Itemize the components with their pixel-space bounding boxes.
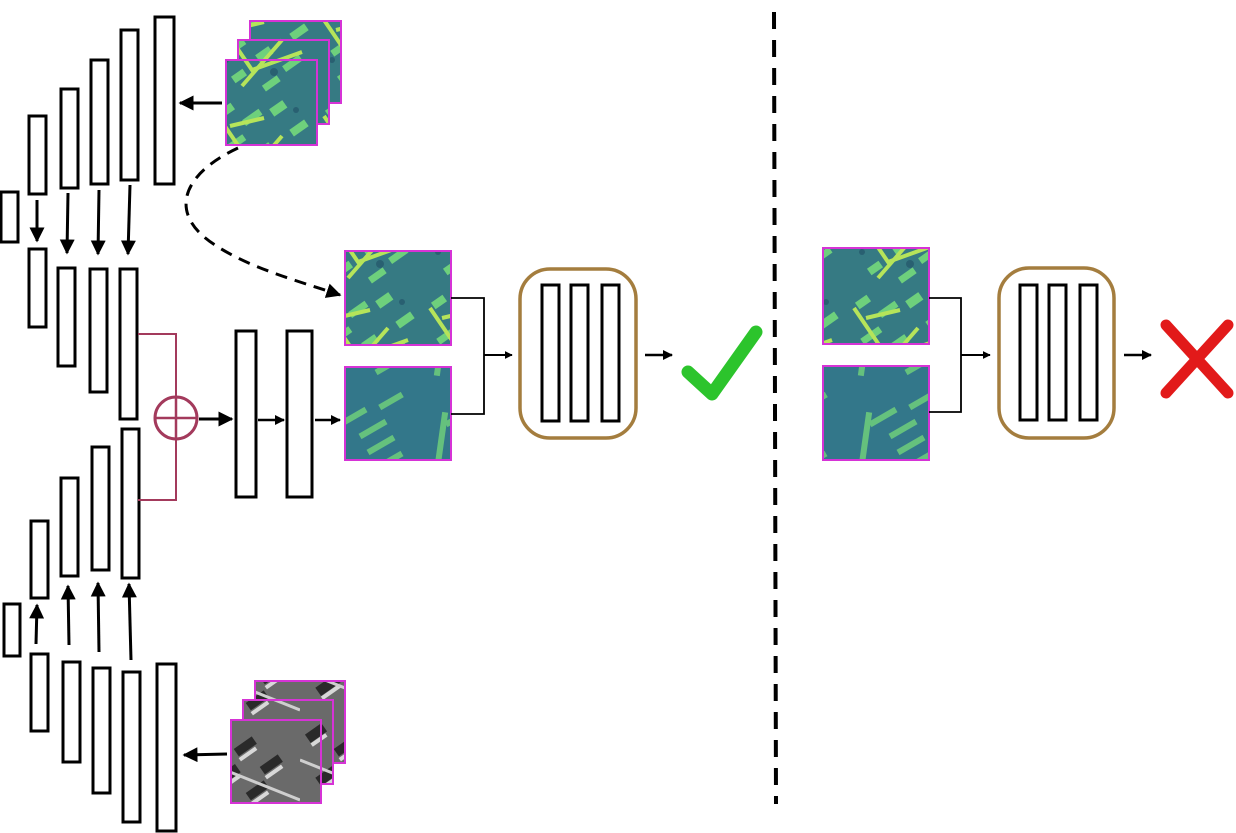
pan-decoder-layer-1 <box>29 519 50 600</box>
pan-input-arrow <box>182 747 228 763</box>
refinement-layers <box>234 329 314 499</box>
skip-arrow <box>60 584 76 646</box>
generated-dsm-image-right <box>822 365 930 461</box>
dsm-input-stack <box>225 20 342 146</box>
dsm-decoder-layer-4 <box>118 267 139 421</box>
discriminator-layer-1 <box>540 283 561 423</box>
skip-arrow <box>59 192 75 255</box>
dsm-encoder-layer-5 <box>119 28 140 182</box>
real-dsm-image <box>344 250 452 346</box>
pan-skip-arrows <box>29 581 137 661</box>
generated-dsm-image <box>344 366 452 461</box>
skip-arrow <box>90 189 106 256</box>
pan-decoder <box>29 427 141 600</box>
dsm-skip-arrows <box>29 184 136 256</box>
ground-truth-dashed-arrow <box>184 146 342 298</box>
discriminator-layer-1-right <box>1018 283 1039 422</box>
cross-stroke-2 <box>1160 319 1234 399</box>
pan-decoder-layer-2 <box>59 476 80 578</box>
pan-decoder-layer-3 <box>90 445 111 572</box>
dsm-encoder-layer-3 <box>59 87 80 190</box>
pan-encoder-layer-6 <box>155 662 178 833</box>
pan-encoder-layer-1 <box>2 602 22 658</box>
pan-encoder-layer-4 <box>91 666 112 795</box>
discriminator-layer-2 <box>569 283 590 423</box>
dsm-encoder-layer-4 <box>89 58 110 186</box>
checkmark-icon <box>681 325 763 401</box>
discriminator-layer-3-right <box>1078 283 1099 422</box>
discriminator-layer-2-right <box>1047 283 1068 422</box>
pan-decoder-layer-4 <box>120 427 141 580</box>
pan-encoder-layer-2 <box>29 652 50 733</box>
skip-arrow <box>90 581 106 653</box>
refinement-layer-1 <box>234 329 258 499</box>
dsm-decoder-layer-1 <box>27 247 48 329</box>
pan-encoder-layer-5 <box>121 670 142 824</box>
cross-icon <box>1160 319 1234 399</box>
pair-bracket-right <box>929 297 962 413</box>
dsm-decoder <box>27 247 139 421</box>
pan-input-image-front <box>230 719 322 804</box>
dsm-encoder-layer-1 <box>0 190 20 244</box>
discriminator-left <box>518 267 638 440</box>
dsm-decoder-layer-3 <box>88 267 109 394</box>
skip-arrow <box>121 582 137 661</box>
pan-encoder <box>2 602 178 833</box>
pan-encoder-layer-3 <box>61 660 82 764</box>
dsm-encoder <box>0 15 176 244</box>
dsm-decoder-layer-2 <box>56 266 77 368</box>
pair-bracket-left <box>451 297 485 415</box>
dsm-encoder-layer-2 <box>27 114 48 196</box>
dsm-input-image-front <box>225 59 318 146</box>
discriminator-right <box>997 266 1116 440</box>
dsm-encoder-layer-6 <box>153 15 176 186</box>
real-dsm-image-right <box>822 247 930 345</box>
discriminator-layer-3 <box>600 283 621 423</box>
pan-input-stack <box>230 680 346 804</box>
fusion-block <box>138 333 199 501</box>
refinement-layer-2 <box>285 329 314 499</box>
section-divider <box>772 11 778 805</box>
skip-arrow <box>29 603 45 645</box>
skip-arrow <box>120 184 136 256</box>
